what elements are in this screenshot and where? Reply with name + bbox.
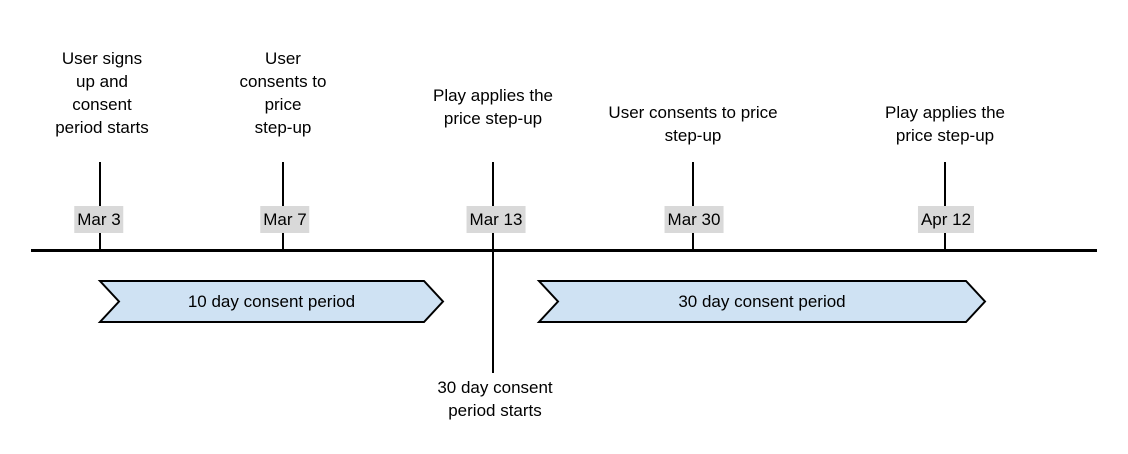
event-date-chip-mar-30: Mar 30 — [664, 206, 724, 233]
callout-30-day-consent-period-starts: 30 day consent period starts — [437, 378, 553, 420]
event-label-play-applies-2: Play applies the price step-up — [884, 103, 1006, 145]
event-date-chip-mar-13: Mar 13 — [466, 206, 526, 233]
banner-label-30-day: 30 day consent period — [678, 291, 846, 311]
event-tick-mar-13 — [491, 162, 495, 373]
event-label-user-signs-up: User signs up and consent period starts — [55, 49, 149, 137]
chevron-banner-shape — [536, 280, 987, 323]
chevron-banner-shape — [97, 280, 445, 323]
timeline-axis — [31, 249, 1097, 252]
consent-period-banner-10-day: 10 day consent period — [97, 280, 445, 323]
event-label-user-consents-2: User consents to price step-up — [608, 103, 778, 145]
banner-label-10-day: 10 day consent period — [187, 291, 356, 311]
event-label-play-applies-1: Play applies the price step-up — [432, 86, 554, 128]
event-date-chip-mar-3: Mar 3 — [74, 206, 124, 233]
event-date-chip-mar-7: Mar 7 — [260, 206, 310, 233]
consent-period-banner-30-day: 30 day consent period — [536, 280, 987, 323]
event-label-user-consents-1: User consents to price step-up — [239, 49, 327, 137]
event-date-chip-apr-12: Apr 12 — [917, 206, 975, 233]
